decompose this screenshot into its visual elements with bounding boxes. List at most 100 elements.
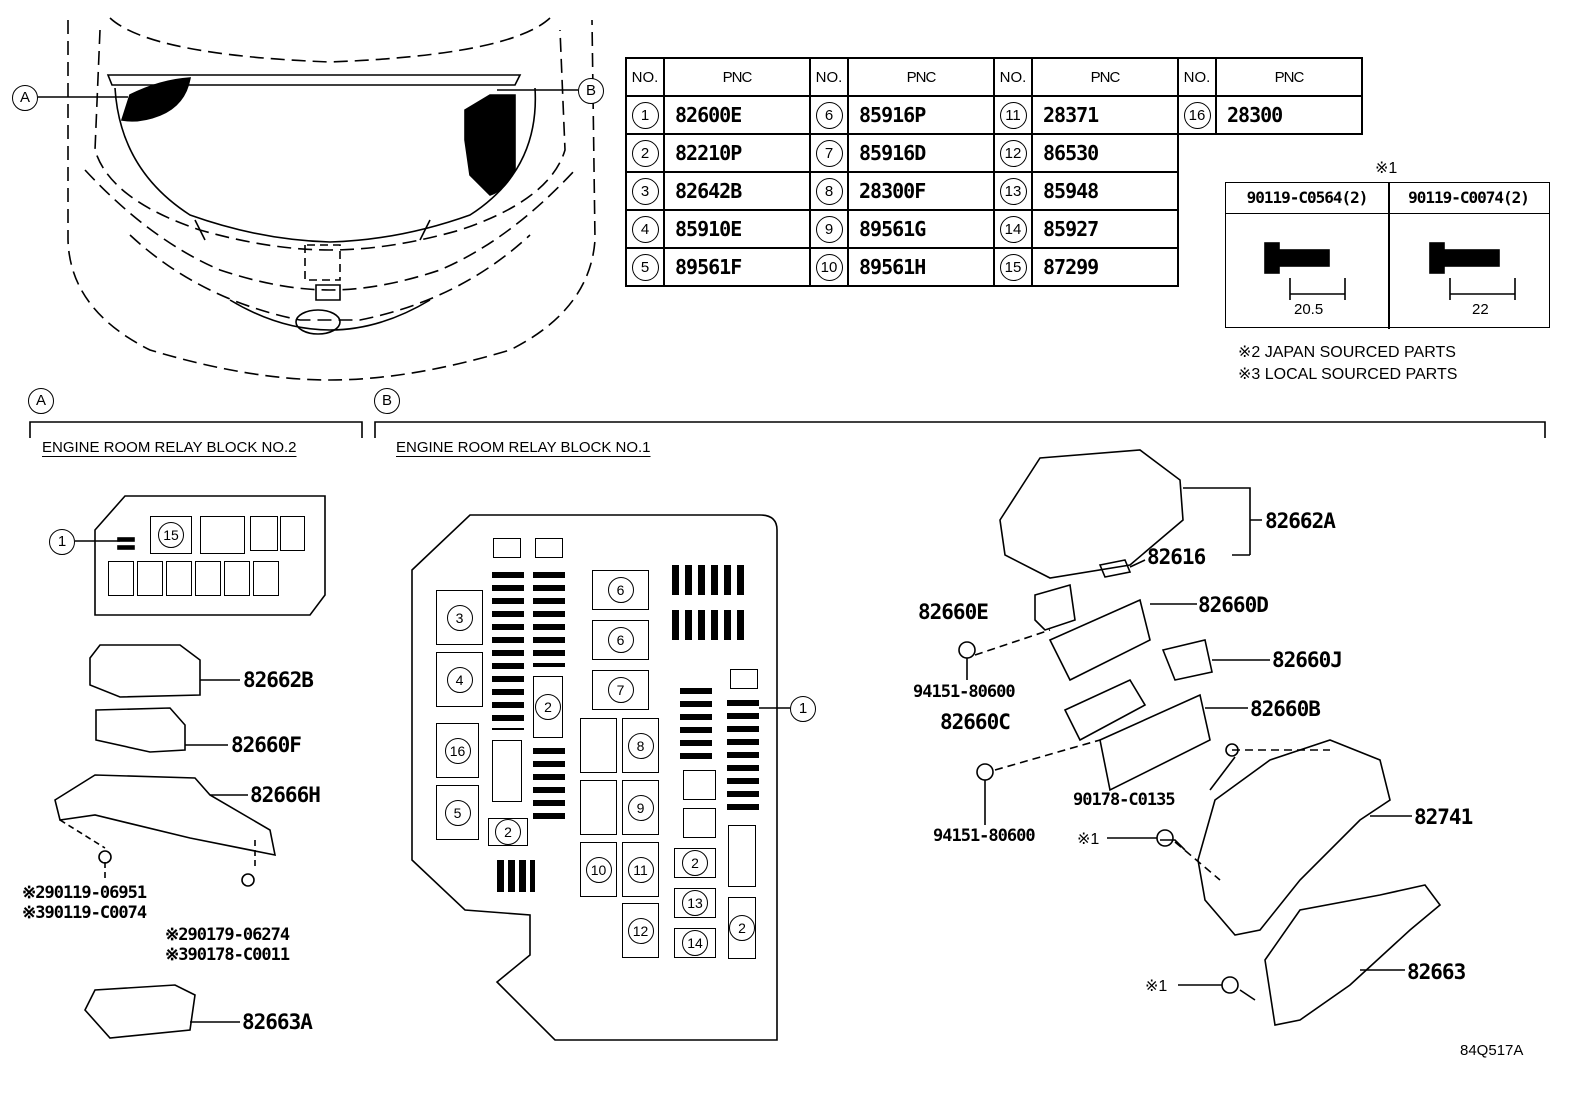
fuse-number: 16 (444, 737, 471, 764)
block-a-fuse-slot (137, 561, 163, 596)
header-no: NO. (625, 57, 665, 97)
pnc-no: 5 (631, 253, 659, 281)
fuse-number: 12 (627, 917, 654, 944)
block-b-small-slot (683, 770, 716, 800)
section-b-bracket (374, 421, 1546, 438)
pnc-table: NO. PNC NO. PNC NO. PNC NO. PNC 1 82600E… (625, 57, 1363, 287)
block-b-fuse-12: 12 (622, 903, 659, 958)
header-pnc: PNC (663, 57, 811, 97)
part-94151-80600-a: 94151-80600 (913, 682, 1016, 702)
part-82662B: 82662B (243, 668, 314, 692)
callout-a: A (12, 85, 38, 111)
fuse-number: 7 (607, 677, 634, 703)
part-82660J-shape (1161, 639, 1213, 681)
fuse-number: 15 (158, 522, 184, 548)
part-82660B-shape (1099, 693, 1211, 792)
pnc-value: 28300F (847, 171, 995, 211)
block-b-fuse-11: 11 (622, 842, 659, 897)
block-a-fuse-slot (253, 561, 279, 596)
pnc-header-row: NO. PNC NO. PNC NO. PNC NO. PNC (625, 57, 1363, 97)
section-a-marker: A (28, 388, 54, 414)
pnc-no: 10 (815, 253, 843, 281)
block-b-small-slot (493, 538, 521, 558)
pnc-no: 6 (815, 101, 843, 129)
block-a-fuse-slot (108, 561, 134, 596)
pnc-value: 89561G (847, 209, 995, 249)
part-82741: 82741 (1414, 805, 1473, 829)
header-pnc: PNC (847, 57, 995, 97)
pnc-value: 87299 (1031, 247, 1179, 287)
bolt-left-dim: 20.5 (1294, 301, 1324, 318)
block-b-fuse-13: 13 (674, 888, 716, 918)
section-b-marker: B (374, 388, 400, 414)
pnc-no: 8 (815, 177, 843, 205)
part-82663: 82663 (1407, 960, 1466, 984)
bolt-left-drawing (1264, 242, 1346, 300)
block-b-fuse-6b: 6 (592, 620, 649, 660)
header-no: NO. (993, 57, 1033, 97)
block-a-fuse-15: 15 (150, 516, 192, 554)
part-82660C-shape (1063, 678, 1147, 742)
part-82660E-shape (1034, 583, 1076, 631)
block-a-callout-1: 1 (49, 529, 75, 555)
bolt-table-mark: ※1 (1375, 160, 1398, 177)
part-82666H-shape (54, 774, 277, 857)
block-b-fuse-3: 3 (436, 590, 483, 645)
block-a-relay-slot (280, 516, 305, 551)
block-b-fuse-16: 16 (436, 723, 479, 778)
part-82660J: 82660J (1272, 648, 1343, 672)
part-82663-shape (1264, 884, 1442, 1026)
part-82662A: 82662A (1265, 509, 1336, 533)
pnc-value: 82642B (663, 171, 811, 211)
block-b-small-slot (683, 808, 716, 838)
bolt-mark-2: ※1 (1145, 978, 1168, 995)
fuse-number: 11 (627, 856, 654, 883)
block-b-fuse-2c: 2 (674, 848, 716, 878)
header-no: NO. (809, 57, 849, 97)
pnc-no: 1 (631, 101, 659, 129)
fuse-number: 13 (682, 890, 708, 916)
part-82660D: 82660D (1198, 593, 1269, 617)
block-b-fuse-2d: 2 (728, 897, 756, 959)
pnc-no: 12 (999, 139, 1027, 167)
fuse-number: 2 (535, 694, 561, 720)
part-82663A-shape (84, 984, 196, 1039)
part-94151-80600-b: 94151-80600 (933, 826, 1036, 846)
part-82666H: 82666H (250, 783, 321, 807)
section-a-title: ENGINE ROOM RELAY BLOCK NO.2 (42, 439, 297, 456)
pnc-value: 28371 (1031, 95, 1179, 135)
pnc-row: 1 82600E 6 85916P 11 28371 16 28300 (625, 95, 1363, 135)
block-b-fuse-5: 5 (436, 785, 479, 840)
pnc-no: 7 (815, 139, 843, 167)
section-a-bracket (29, 421, 363, 438)
fuse-number: 14 (682, 930, 708, 956)
part-82616: 82616 (1147, 545, 1206, 569)
fuse-number: 5 (444, 799, 471, 826)
pnc-value: 85916P (847, 95, 995, 135)
pnc-value: 82210P (663, 133, 811, 173)
pnc-no: 16 (1183, 101, 1211, 129)
bolt-table: 90119-C0564(2) 90119-C0074(2) (1225, 182, 1550, 329)
pnc-value: 82600E (663, 95, 811, 135)
pnc-row: 5 89561F 10 89561H 15 87299 (625, 247, 1362, 287)
pnc-value: 89561F (663, 247, 811, 287)
callout-b: B (578, 78, 604, 104)
fuse-number: 2 (495, 819, 521, 845)
part-82662B-shape (89, 644, 201, 698)
fuse-number: 2 (729, 915, 755, 941)
block-a-fuse-slot (224, 561, 250, 596)
pnc-no: 2 (631, 139, 659, 167)
fuse-number: 8 (627, 732, 654, 759)
pnc-value: 85948 (1031, 171, 1179, 211)
part-82660C: 82660C (940, 710, 1011, 734)
nut-japan-part: ※290179-06274 (165, 925, 290, 945)
block-b-callout-1: 1 (790, 696, 816, 722)
block-b-relay-slot (580, 780, 617, 835)
block-b-fuse-2b: 2 (488, 818, 528, 846)
bolt-right-dim: 22 (1472, 301, 1489, 318)
fuse-number: 6 (607, 577, 634, 603)
block-b-relay-slot (580, 718, 617, 773)
note-japan-sourced: ※2 JAPAN SOURCED PARTS (1238, 344, 1456, 361)
block-b-small-slot (535, 538, 563, 558)
